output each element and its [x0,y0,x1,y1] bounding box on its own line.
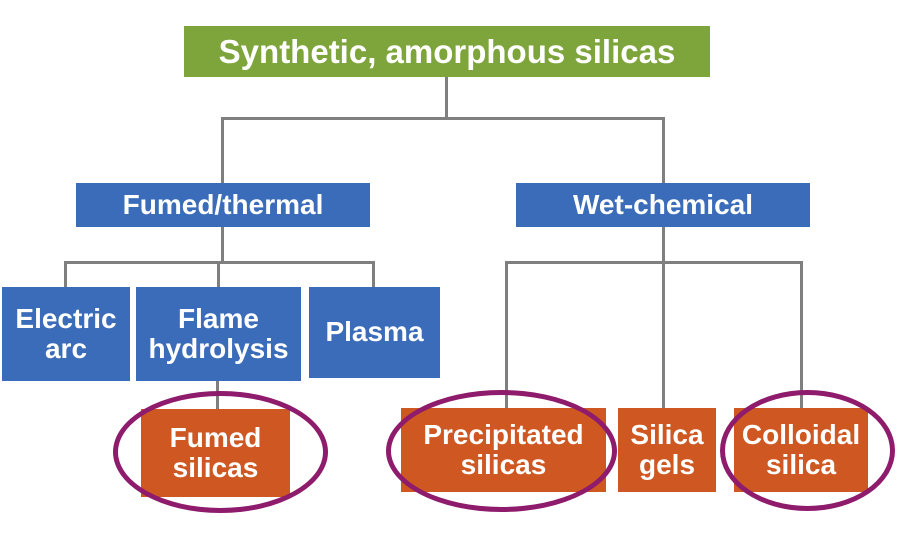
node-electric-arc-label: Electric arc [15,302,117,364]
node-wet-chemical: Wet-chemical [516,183,810,227]
connector-root-stem [445,77,448,120]
node-fumed-thermal-label: Fumed/thermal [122,188,324,220]
node-wet-chemical-label: Wet-chemical [573,188,753,220]
node-precipitated-silicas-label: Precipitated silicas [423,418,584,480]
connector-drop-precipitated-silicas [505,261,508,408]
node-silica-gels-label: Silica gels [630,418,704,480]
connector-drop-fumed-silicas [216,381,219,409]
node-electric-arc: Electric arc [2,287,130,381]
node-silica-gels: Silica gels [618,408,716,492]
node-precipitated-silicas: Precipitated silicas [401,408,606,492]
connector-drop-colloidal-silica [800,261,803,408]
connector-wet-stem [662,227,665,264]
connector-drop-wet-chemical [662,117,665,183]
node-colloidal-silica-label: Colloidal silica [741,418,861,480]
node-fumed-thermal: Fumed/thermal [76,183,370,227]
node-fumed-silicas: Fumed silicas [141,409,290,497]
node-fumed-silicas-label: Fumed silicas [169,421,262,483]
connector-drop-fumed-thermal [221,117,224,183]
connector-top-horizontal [221,117,665,120]
node-flame-hydrolysis: Flame hydrolysis [136,287,301,381]
node-root-label: Synthetic, amorphous silicas [218,32,676,70]
connector-drop-silica-gels [662,261,665,408]
connector-wet-horizontal [505,261,803,264]
node-plasma-label: Plasma [325,316,424,348]
connector-fumed-stem [221,227,224,264]
connector-drop-electric-arc [64,261,67,287]
node-root: Synthetic, amorphous silicas [184,26,710,77]
node-plasma: Plasma [309,287,440,378]
connector-drop-plasma [372,261,375,287]
node-colloidal-silica: Colloidal silica [734,408,868,492]
connector-drop-flame-hydrolysis [217,261,220,287]
node-flame-hydrolysis-label: Flame hydrolysis [148,302,289,364]
